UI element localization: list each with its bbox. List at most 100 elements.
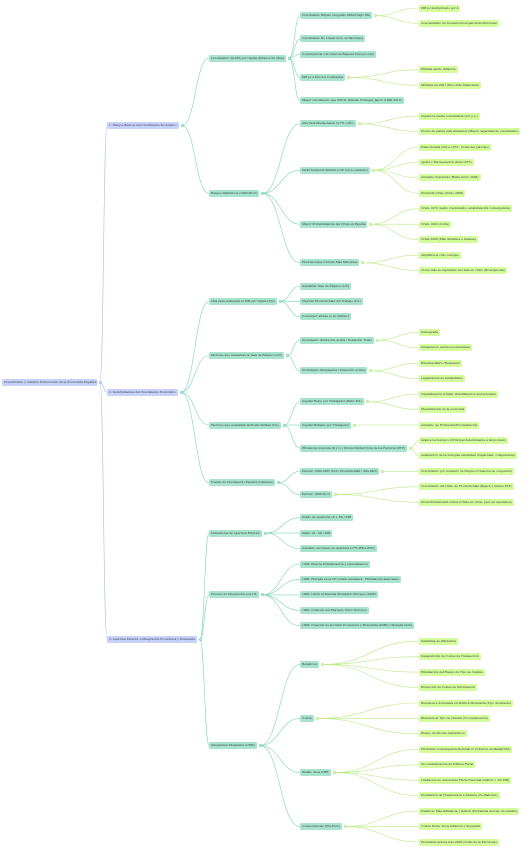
node-convergencia-con-nivel-de-riqueza-europe[interactable]: Convergencia con Nivel de Riqueza Europe… [300, 50, 376, 58]
node-renuncia-a-soberania-en-politica-monetar[interactable]: Renuncia a Soberanía en Política Monetar… [419, 699, 513, 707]
collapse-toggle-icon[interactable] [332, 771, 336, 774]
node-vias-para-aumentar-el-pib-per-capita-y-n[interactable]: Vías para Aumentar el PIB per Cápita (Y/… [209, 297, 277, 305]
collapse-toggle-icon[interactable] [365, 400, 369, 404]
node-fuente-de-crecimiento-espanol-cambios[interactable]: Fuente de Crecimiento Español (Cambios) [209, 479, 275, 487]
node-mayor-profundidad-de-las-crisis-en-espan[interactable]: Mayor Profundidad de las Crisis en Españ… [300, 220, 367, 228]
collapse-toggle-icon[interactable] [260, 191, 264, 195]
collapse-toggle-icon[interactable] [368, 222, 372, 226]
collapse-toggle-icon[interactable] [360, 261, 364, 265]
node-crisis-2008-mas-duradera-e-intensa[interactable]: Crisis 2008 (Más duradera e intensa) [419, 236, 478, 244]
collapse-toggle-icon[interactable] [98, 381, 102, 385]
node-grado-de-apertura-x-m-pib[interactable]: Grado de Apertura: (X + M) / PIB [300, 514, 354, 522]
node-aumento-del-grado-de-apertura-17-pib-a-6[interactable]: Aumento del Grado de Apertura (17% PIB a… [300, 545, 377, 553]
node-crecimiento-del-pib-per-capita-ultimos-5[interactable]: Crecimiento del PIB per Cápita (Últimos … [209, 54, 286, 62]
node-indicadores-de-apertura-exterior[interactable]: Indicadores de Apertura Exterior [209, 529, 262, 537]
node-propio-de-paises-mas-atrasados-mayor-cap[interactable]: Propio de países más atrasados (Mayor ca… [419, 128, 521, 136]
node-crisis-1970-lento-crecimiento-estabiliza[interactable]: Crisis 1970 (Lento crecimiento, estabili… [419, 205, 513, 213]
collapse-toggle-icon[interactable] [198, 637, 202, 641]
node-integracion-monetaria-ume[interactable]: Integración Monetaria (UME) [209, 741, 257, 749]
node-prioridad-convergencia-nominal-5-criteri[interactable]: Prioridad: Convergencia Nominal (5 Crite… [419, 745, 513, 753]
node-1959-plan-de-estabilizacion-y-liberaliza[interactable]: 1959: Plan de Estabilización y Liberaliz… [300, 560, 370, 568]
node-no-centralizacion-de-politica-fiscal[interactable]: No Centralización de Política Fiscal [419, 761, 476, 769]
node-aumentar-tasa-de-empleo-l-n[interactable]: Aumentar Tasa de Empleo (L/N) [300, 282, 352, 290]
node-crecimiento-por-aumento-de-empleo-creaci[interactable]: Crecimiento por Aumento de Empleo (Creac… [419, 467, 515, 475]
node-factores-que-aumentan-la-tasa-de-empleo-[interactable]: Factores que Aumentan la Tasa de Empleo … [209, 352, 284, 359]
node-legalizacion-de-inmigrantes[interactable]: Legalización de Inmigrantes [419, 375, 465, 383]
node-costes[interactable]: Costes [300, 714, 314, 722]
node-incremento-empleados-poblacion-activa[interactable]: Incremento (Empleados / Población Activa… [300, 367, 367, 375]
node-consecuencias-pre-euro[interactable]: Consecuencias (Pre-Euro) [300, 823, 342, 831]
collapse-toggle-icon[interactable] [179, 390, 183, 394]
collapse-toggle-icon[interactable] [346, 76, 350, 79]
node-demografia[interactable]: Demografía [419, 328, 441, 336]
collapse-toggle-icon[interactable] [180, 124, 184, 128]
node-ajuste-y-recuperacion-post-1975[interactable]: Ajuste y Recuperación (Post-1975) [419, 158, 474, 166]
node-crecimiento-rapido-segundo-mitad-siglo-x[interactable]: Crecimiento Rápido (Segundo Mitad Siglo … [300, 12, 372, 20]
collapse-toggle-icon[interactable] [373, 14, 377, 18]
node-capital-fisico-por-trabajador-ratio-k-l[interactable]: Capital Físico por Trabajador (Ratio K/L… [300, 398, 364, 406]
node-acercamiento-de-niveles-convergencia-ins[interactable]: Acercamiento de niveles/convergencia ins… [419, 19, 499, 27]
collapse-toggle-icon[interactable] [357, 122, 361, 126]
node-factores-que-aumentan-la-productividad-y[interactable]: Factores que Aumentan la Productividad (… [209, 421, 281, 429]
node-crisis-1993-corta[interactable]: Crisis 1993 (Corta) [419, 220, 452, 228]
node-saldo-x-m-pib[interactable]: Saldo: (X - M) / PIB [300, 529, 333, 537]
node-limitacion-de-autonomia-fiscal-nacional-[interactable]: Limitación de Autonomía Fiscal Nacional … [419, 776, 512, 784]
node-garantias-de-diferencia[interactable]: Garantías de Diferencia [419, 637, 458, 645]
collapse-toggle-icon[interactable] [260, 593, 264, 597]
collapse-toggle-icon[interactable] [352, 423, 356, 427]
node-mejorar-productividad-del-trabajo-y-l[interactable]: Mejorar Productividad del Trabajo (Y/L) [300, 297, 363, 305]
node-1986-entrada-en-la-ce-union-aduanera-eli[interactable]: 1986: Entrada en la CE (Unión Aduanera -… [300, 575, 401, 583]
collapse-toggle-icon[interactable] [320, 662, 324, 666]
node-incremento-poblacion-activa-poblacion-to[interactable]: Incremento (Población Activa / Población… [300, 336, 374, 344]
node-mecanizacion-de-la-economia[interactable]: Mecanización de la economía [419, 406, 467, 414]
node-avance-tecnologico-principal-determinant[interactable]: Avance tecnológico (Principal determinan… [419, 436, 509, 444]
node-elimina-efecto-inflacion[interactable]: Elimina efecto inflación [419, 66, 458, 74]
node-eliminacion-del-riesgo-de-tipo-de-cambio[interactable]: Eliminación del Riesgo de Tipo de Cambio [419, 668, 485, 676]
collapse-toggle-icon[interactable] [258, 743, 262, 747]
node-3-apertura-exterior-e-integracion-econom[interactable]: 3. Apertura Exterior e Integración Econó… [107, 635, 197, 643]
node-fluctuaciones-ciclicas-mas-marcadas[interactable]: Fluctuaciones Cíclicas Más Marcadas [300, 259, 359, 267]
node-capital-humano-por-trabajador[interactable]: Capital Humano por Trabajador [300, 421, 351, 429]
node-1999-creacion-de-la-union-economica-y-mo[interactable]: 1999: Creación de la Unión Económica y M… [300, 622, 415, 630]
node-2-determinantes-del-crecimiento-economic[interactable]: 2. Determinantes del Crecimiento Económi… [107, 388, 178, 396]
node-supera-la-media-comunitaria-0-5-p-p[interactable]: Supera la media comunitaria (0,5 p.p.) [419, 112, 480, 120]
node-inmigracion-activos-potenciales[interactable]: Inmigración (Activos potenciales) [419, 344, 473, 352]
node-reduccion-de-costes-de-informacion[interactable]: Reducción de Costes de Información [419, 684, 477, 692]
node-pib-pc-a-precios-constantes[interactable]: PIB pc a Precios Constantes [300, 74, 345, 81]
collapse-toggle-icon[interactable] [343, 825, 347, 829]
node-1-rasgos-basicos-del-crecimiento-economi[interactable]: 1. Rasgos Básicos del Crecimiento Económ… [107, 122, 179, 130]
root-node-crecimiento-y-cambio-estructural-de-la-e[interactable]: Crecimiento y Cambio Estructural de la E… [2, 379, 97, 387]
node-diseno-de-la-ume[interactable]: Diseño de la UME [300, 769, 331, 776]
collapse-toggle-icon[interactable] [287, 56, 291, 60]
node-desaparicion-de-costes-de-transaccion[interactable]: Desaparición de Costes de Transacción [419, 653, 481, 661]
node-prohibicion-de-financiacion-a-estados-no[interactable]: Prohibición de Financiación a Estados (N… [419, 792, 500, 800]
node-converger-ambas-o-no-optimo[interactable]: Converger ambas (o no Óptimo) [300, 313, 352, 321]
node-beneficios[interactable]: Beneficios [300, 660, 319, 668]
collapse-toggle-icon[interactable] [282, 423, 286, 427]
node-eficiencia-conjunta-k-y-l-productividad-[interactable]: Eficiencia Conjunta (K y L) / Productivi… [300, 444, 407, 452]
collapse-toggle-icon[interactable] [285, 354, 289, 357]
node-periodo-1960-1985-todo-productividad-alt[interactable]: Periodo 1960-1985 (Todo Productividad / … [300, 467, 379, 475]
node-costes-norte-poca-inflacion-y-superavit[interactable]: Costes Norte: Poca Inflación y Superávit [419, 823, 483, 831]
collapse-toggle-icon[interactable] [408, 446, 412, 450]
node-riesgo-de-shocks-asimetricos[interactable]: Riesgo de Shocks Asimétricos [419, 730, 467, 738]
collapse-toggle-icon[interactable] [368, 369, 372, 373]
node-aumento-sostenido-hasta-inicio-2008[interactable]: Aumento Sostenido (Hasta inicio 2008) [419, 174, 481, 182]
node-problemas-graves-tras-2008-crisis-de-la-[interactable]: Problemas graves tras 2008 (Crisis de la… [419, 838, 499, 846]
node-capitalizacion-limite-rendimientos-decre[interactable]: Capitalización (Límite: Rendimientos dec… [419, 390, 499, 398]
collapse-toggle-icon[interactable] [375, 338, 379, 342]
node-positivos-mas-influencia-y-deficit-probl[interactable]: Positivos: Más Influencia y Déficit (Pro… [419, 807, 520, 815]
node-ciclos-mas-se-expanden-sus-mas-en-crisis[interactable]: Ciclos más se expanden; sus más en crisi… [419, 267, 508, 275]
collapse-toggle-icon[interactable] [278, 299, 282, 303]
collapse-toggle-icon[interactable] [276, 481, 280, 485]
node-edad-dorada-50s-a-1973-crisis-del-petrol[interactable]: Edad Dorada (50s a 1973 - Crisis del pet… [419, 143, 492, 151]
node-1993-union-al-sistema-monetario-europeo-[interactable]: 1993: Unión al Sistema Monetario Europeo… [300, 591, 378, 599]
node-pib-pc-multiplicado-por-4[interactable]: PIB pc multiplicado por 4 [419, 4, 461, 12]
node-productividad-anti-ciclica-crisis-en-cri[interactable]: Productividad anti-cíclica (Crisis en cr… [419, 498, 514, 506]
node-profunda-crisis-inicio-2008[interactable]: Profunda Crisis (Inicio 2008) [419, 189, 466, 197]
node-periodo-1985-2013[interactable]: Periodo 1985-2013 [300, 491, 332, 498]
collapse-toggle-icon[interactable] [263, 531, 267, 535]
node-renuncia-al-tipo-de-cambio-no-devaluacio[interactable]: Renuncia al Tipo de Cambio (No devaluaci… [419, 714, 491, 722]
collapse-toggle-icon[interactable] [380, 469, 384, 473]
node-crecimiento-no-lineal-con-oscilaciones[interactable]: Crecimiento No Lineal (Con oscilaciones) [300, 35, 365, 43]
